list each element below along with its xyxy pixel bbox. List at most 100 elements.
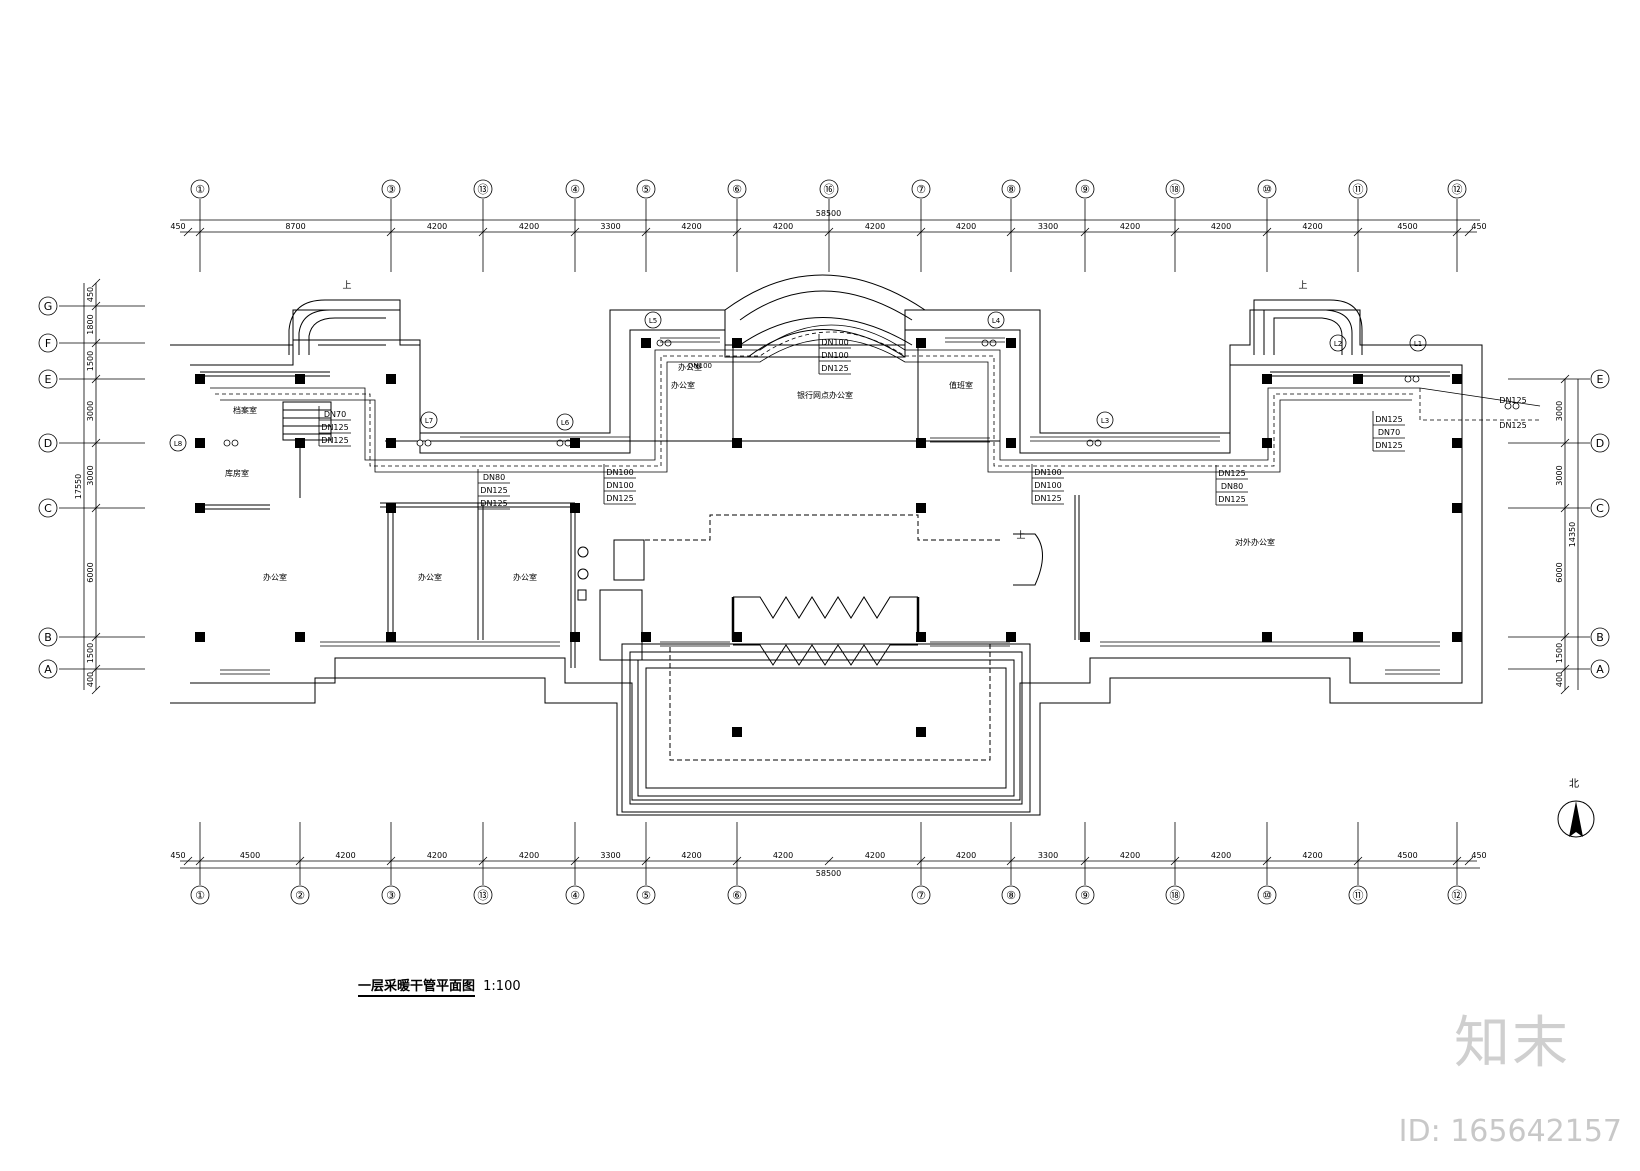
- pipe-size-g3: DN100: [606, 468, 633, 477]
- dim-bottom-tick: [732, 856, 742, 866]
- pipe-size-g2: DN80: [483, 473, 505, 482]
- axis-label-bottom: ⑩: [1262, 889, 1272, 902]
- dim-bottom-tick: [183, 856, 193, 866]
- dim-bottom-tick: [195, 856, 205, 866]
- axis-label-top: ④: [570, 183, 580, 196]
- axis-bubble-left: [38, 659, 58, 679]
- column: [1262, 374, 1272, 384]
- axis-label-left: D: [44, 437, 52, 450]
- axis-label-top: ⑦: [916, 183, 926, 196]
- heating-pipe: [1419, 388, 1540, 421]
- axis-bubble-right: [1590, 369, 1610, 389]
- dim-top-tick: [1464, 227, 1474, 237]
- dim-top-value: 4500: [1397, 222, 1417, 231]
- valve: [981, 339, 989, 347]
- dim-bottom-value: 4200: [519, 851, 539, 860]
- column: [1006, 338, 1016, 348]
- axis-bubble-bottom: [1075, 885, 1095, 905]
- riser-label: L6: [561, 419, 570, 427]
- pipe-size-g3: DN100: [606, 481, 633, 490]
- north-label: 北: [1569, 778, 1579, 790]
- pipe-size-g1: DN125: [321, 423, 348, 432]
- dim-left-value: 1800: [86, 314, 95, 334]
- column: [641, 632, 651, 642]
- column: [295, 374, 305, 384]
- axis-bubble-bottom: [1447, 885, 1467, 905]
- dim-bottom-tick: [1353, 856, 1363, 866]
- axis-label-bottom: ⑱: [1170, 889, 1181, 902]
- column: [641, 338, 651, 348]
- heating-pipe: [210, 324, 1420, 461]
- pipe-size-g2: DN125: [480, 499, 507, 508]
- room-label-r1: 办公室: [263, 572, 287, 582]
- dim-top-tick: [824, 227, 834, 237]
- heating-pipe: [215, 331, 1415, 467]
- riser-label: L3: [1101, 417, 1109, 425]
- axis-label-left: E: [45, 373, 52, 386]
- axis-label-top: ⑯: [824, 183, 835, 196]
- dim-left-tick: [91, 685, 101, 695]
- dim-bottom-tick: [1464, 856, 1474, 866]
- axis-bubble-top: [636, 179, 656, 199]
- column: [195, 632, 205, 642]
- pipe-size-g9: DN100: [688, 362, 712, 370]
- axis-bubble-left: [38, 498, 58, 518]
- valve: [416, 439, 424, 447]
- axis-label-top: ⑥: [732, 183, 742, 196]
- pipe-size-g6: DN80: [1221, 482, 1243, 491]
- axis-bubble-top: [381, 179, 401, 199]
- riser-bubble: [1409, 334, 1427, 352]
- dim-bottom-tick: [824, 856, 834, 866]
- axis-bubble-left: [38, 333, 58, 353]
- room-label-r3: 办公室: [513, 572, 537, 582]
- riser-bubble: [556, 413, 574, 431]
- column: [195, 503, 205, 513]
- column: [916, 338, 926, 348]
- dimension-lines: [83, 219, 1579, 869]
- pipe-size-g6: DN125: [1218, 495, 1245, 504]
- dim-top-tick: [1452, 227, 1462, 237]
- dim-left-tick: [91, 632, 101, 642]
- axis-bubble-left: [38, 296, 58, 316]
- dim-left-tick: [91, 278, 101, 288]
- column: [386, 632, 396, 642]
- column: [916, 438, 926, 448]
- dim-bottom-value: 4200: [773, 851, 793, 860]
- dim-left-value: 1500: [86, 351, 95, 371]
- column: [1353, 632, 1363, 642]
- axis-label-right: D: [1596, 437, 1604, 450]
- dim-left-value: 3000: [86, 401, 95, 421]
- axis-bubble-right: [1590, 627, 1610, 647]
- dim-bottom-value: 4200: [1302, 851, 1322, 860]
- axis-label-bottom: ⑫: [1452, 889, 1463, 902]
- column: [1262, 438, 1272, 448]
- axis-label-right: B: [1596, 631, 1604, 644]
- dim-right-value: 1500: [1555, 643, 1564, 663]
- building-walls: [170, 274, 1483, 816]
- stair-up-label-left: 上: [342, 280, 351, 291]
- dim-left-tick: [91, 503, 101, 513]
- dim-right-tick: [1560, 503, 1570, 513]
- axis-bubble-bottom: [1001, 885, 1021, 905]
- dim-left-tick: [91, 301, 101, 311]
- watermark-logo: 知末: [1454, 1011, 1570, 1076]
- dim-top-tick: [183, 227, 193, 237]
- riser-bubble: [987, 311, 1005, 329]
- dim-top-value: 450: [1471, 222, 1486, 231]
- axis-bubble-top: [1075, 179, 1095, 199]
- column: [732, 338, 742, 348]
- dim-bottom-tick: [1262, 856, 1272, 866]
- dim-left-value: 6000: [86, 562, 95, 582]
- dim-top-total: 58500: [816, 209, 841, 218]
- room-label-r10: 办公室: [678, 362, 702, 372]
- dim-bottom-value: 4500: [1397, 851, 1417, 860]
- axis-label-left: G: [44, 300, 53, 313]
- column: [916, 727, 926, 737]
- axis-bubble-top: [1348, 179, 1368, 199]
- axis-bubble-top: [911, 179, 931, 199]
- axis-label-top: ⑱: [1170, 183, 1181, 196]
- column: [732, 727, 742, 737]
- pipe-size-g1: DN70: [324, 410, 346, 419]
